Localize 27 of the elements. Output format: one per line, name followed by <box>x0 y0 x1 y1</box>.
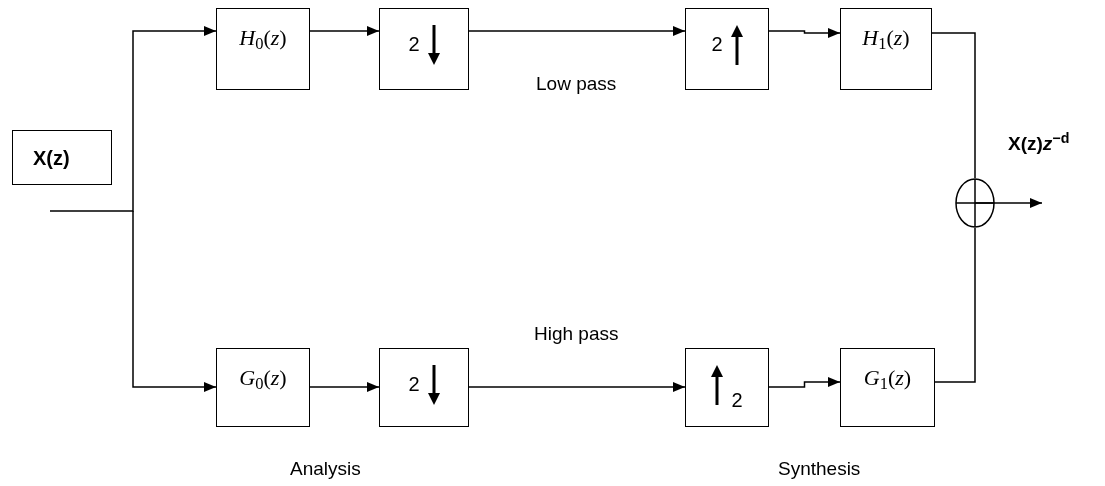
arrow <box>768 377 841 388</box>
filter-box: G$_{0}$(z) <box>216 348 310 427</box>
upsampler-box <box>685 8 769 90</box>
output-label: X(z)z$^{−d}$ <box>1008 130 1070 156</box>
stage-label: Analysis <box>290 457 361 481</box>
branch-label: Low pass <box>536 72 617 96</box>
factor-text: 2 <box>408 32 420 57</box>
downsampler-box <box>379 8 469 90</box>
stage-label: Synthesis <box>778 457 861 481</box>
arrow <box>468 26 686 36</box>
arrow <box>468 382 686 392</box>
factor-text: 2 <box>731 388 743 413</box>
signal-box: X(z) <box>12 130 112 185</box>
arrow <box>132 210 217 392</box>
upsampler-box <box>685 348 769 427</box>
arrow <box>768 28 841 38</box>
filter-box: H$_{1}$(z) <box>840 8 932 90</box>
factor-text: 2 <box>408 372 420 397</box>
filter-box: H$_{0}$(z) <box>216 8 310 90</box>
downsampler-box <box>379 348 469 427</box>
filter-box: G$_{1}$(z) <box>840 348 935 427</box>
arrow <box>49 26 217 212</box>
arrow <box>309 382 380 392</box>
factor-text: 2 <box>711 32 723 57</box>
summing-junction <box>955 178 995 228</box>
branch-label: High pass <box>534 322 619 346</box>
arrow <box>309 26 380 36</box>
